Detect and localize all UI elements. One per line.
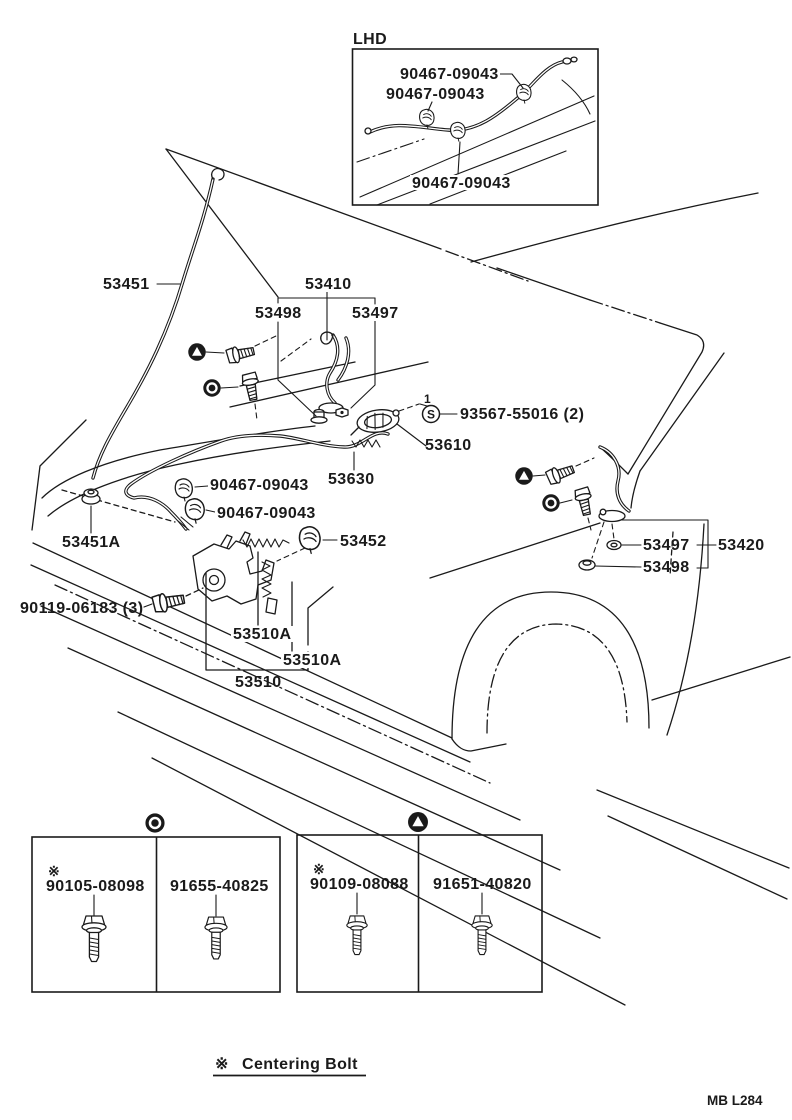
- callout-53510A-upper: 53510A: [233, 626, 291, 643]
- doc-code: MB L284: [707, 1093, 763, 1108]
- cowl-hinge-drawing: [578, 445, 631, 571]
- callout-90467-inset-top: 90467-09043: [400, 66, 499, 83]
- cable-clip-icon: [174, 478, 194, 502]
- inset-body-lines: [356, 79, 596, 206]
- callout-53420: 53420: [718, 537, 765, 554]
- screw-callout: 1 S: [398, 392, 458, 424]
- bolt-icon: [471, 915, 493, 956]
- circle-dot-marker-icon: [145, 813, 165, 833]
- triangle-marker-icon: [408, 812, 428, 832]
- callout-53452: 53452: [340, 533, 387, 550]
- cowl-hinge-bracket-lines: [594, 519, 717, 569]
- callout-90467-inset-mid: 90467-09043: [386, 86, 485, 103]
- hood-latch-drawing: [192, 531, 290, 615]
- fastener-callouts: [188, 335, 596, 531]
- circle-dot-marker-icon: [542, 494, 560, 512]
- legend-part-91651: 91651-40820: [433, 876, 532, 893]
- cable-clip-icon: [419, 108, 435, 129]
- legend-part-90105: 90105-08098: [46, 878, 145, 895]
- footnote-text: Centering Bolt: [242, 1056, 358, 1073]
- inset-title: LHD: [353, 31, 387, 48]
- bolt-icon: [572, 485, 596, 518]
- callout-53498-right: 53498: [643, 559, 690, 576]
- latch-bolt-leader: [185, 587, 204, 597]
- legend-note-2: ※: [313, 861, 325, 877]
- hood-hinge-drawing: [310, 331, 351, 424]
- lhd-inset: LHD 90467-09043 90467-09043 90467-090: [351, 31, 599, 206]
- triangle-marker-icon: [515, 467, 533, 485]
- footnote-marker: ※: [215, 1056, 229, 1073]
- legend-note-1: ※: [48, 863, 60, 879]
- callout-90467-upper: 90467-09043: [210, 477, 309, 494]
- rod-grommet-drawing: [81, 488, 101, 505]
- circle-dot-marker-icon: [203, 379, 221, 397]
- cable-clip-icon: [516, 83, 532, 104]
- callout-53410: 53410: [305, 276, 352, 293]
- release-cable-drawing: [124, 431, 390, 531]
- callout-53451: 53451: [103, 276, 150, 293]
- bolt-icon: [204, 916, 228, 960]
- footnote: ※ Centering Bolt: [213, 1056, 366, 1077]
- inset-leaders: [427, 73, 524, 175]
- hinge-bracket-callout-lines: [277, 291, 376, 417]
- callout-90119: 90119-06183 (3): [20, 600, 143, 617]
- bolt-icon: [346, 915, 368, 956]
- inset-cable: [364, 56, 578, 135]
- callout-53451A: 53451A: [62, 534, 120, 551]
- callout-53497-right: 53497: [643, 537, 690, 554]
- hood-outline: [165, 148, 529, 298]
- callout-53510: 53510: [235, 674, 282, 691]
- triangle-marker-icon: [188, 343, 206, 361]
- callout-90467-inset-bottom: 90467-09043: [412, 175, 511, 192]
- bolt-icon: [81, 915, 107, 963]
- callout-53498-left: 53498: [255, 305, 302, 322]
- hood-support-rod: [91, 167, 225, 480]
- front-body-lines: [30, 361, 626, 1006]
- hood-lock-control-drawing: [350, 409, 400, 436]
- screw-index-label: 1: [424, 392, 431, 406]
- cable-clip-icon: [184, 498, 205, 524]
- s-circle-letter: S: [427, 408, 435, 422]
- latch-bolt-icon: [150, 589, 187, 615]
- bolt-icon: [240, 371, 262, 402]
- callout-93567: 93567-55016 (2): [460, 406, 584, 423]
- cable-clip-icon: [450, 121, 466, 142]
- callout-90467-lower: 90467-09043: [217, 505, 316, 522]
- callout-53630: 53630: [328, 471, 375, 488]
- callout-53510A-lower: 53510A: [283, 652, 341, 669]
- fender-lines: [429, 522, 791, 900]
- bolt-icon: [224, 342, 257, 366]
- callout-53497-left: 53497: [352, 305, 399, 322]
- legend-part-90109: 90109-08088: [310, 876, 409, 893]
- legend-part-91655: 91655-40825: [170, 878, 269, 895]
- fastener-legend: ※ 90105-08098 91655-40825 ※ 90109-08088 …: [31, 812, 543, 993]
- bolt-icon: [544, 461, 577, 487]
- callout-labels: 53451 53410 53498 53497 93567-55016 (2) …: [20, 276, 765, 691]
- callout-53610: 53610: [425, 437, 472, 454]
